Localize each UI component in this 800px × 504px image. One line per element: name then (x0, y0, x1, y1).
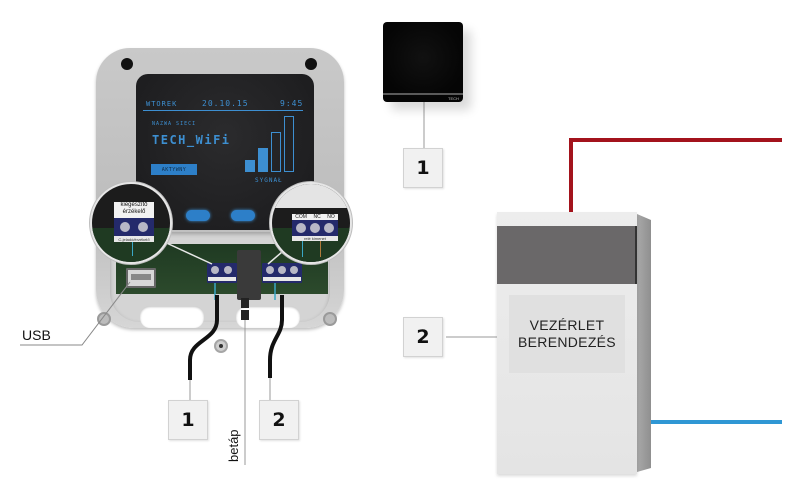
signal-bar-4 (284, 116, 294, 172)
power-gland-1 (241, 298, 249, 308)
terminal-screw (296, 223, 306, 233)
power-label: betáp (226, 429, 241, 462)
relay-cable (268, 295, 284, 378)
terminal-screw (224, 266, 232, 274)
magnified-wire (132, 242, 133, 256)
right-touch-button[interactable] (231, 210, 255, 221)
signal-label: SYGNAŁ (255, 177, 283, 184)
terminal-screw (266, 266, 274, 274)
magnified-bottom-label: C-jeladó/érzékelő (114, 236, 154, 242)
magnified-bottom-label: relé kimenet (292, 236, 338, 241)
terminal-screw (278, 266, 286, 274)
right-mount-screw (323, 312, 337, 326)
power-gland-2 (241, 310, 249, 320)
top-right-screw (305, 58, 317, 70)
power-connector (237, 250, 261, 300)
terminal-screw (138, 222, 148, 232)
signal-bar-2 (258, 148, 268, 172)
status-active-button[interactable]: AKTYWNY (151, 164, 197, 175)
relay-terminal-block (262, 263, 302, 283)
left-mount-screw (97, 312, 111, 326)
relay-label-nc: NC (313, 214, 321, 220)
magnifier-relay-terminal: COM NC NO relé kimenet (270, 182, 352, 264)
device-label-line2: BERENDEZÉS (518, 334, 616, 350)
sensor-terminal-block (207, 263, 237, 283)
magnified-housing (272, 184, 350, 208)
network-name-label: NAZWA SIECI (152, 121, 197, 127)
callout-1-sensor: 1 (403, 148, 443, 188)
terminal-screw (290, 266, 298, 274)
device-label-line1: VEZÉRLET (529, 317, 605, 333)
center-mount-screw (214, 339, 228, 353)
device-display-panel (497, 226, 637, 284)
terminal-label (263, 277, 301, 281)
callout-2-device: 2 (403, 317, 443, 357)
return-pipe (645, 420, 782, 424)
relay-label-no: NO (327, 214, 335, 220)
network-name: TECH_WiFi (152, 133, 231, 147)
supply-pipe-vertical (569, 138, 573, 214)
device-label-area (509, 295, 625, 373)
magnified-sensor-label: kiegészítő érzékelő (114, 202, 154, 218)
magnified-wire (302, 241, 303, 257)
magnified-wire (320, 241, 321, 257)
terminal-label (208, 277, 236, 281)
relay-label-com: COM (295, 214, 307, 220)
top-left-screw (121, 58, 133, 70)
magnified-relay-labels: COM NC NO (292, 214, 338, 220)
signal-bar-1 (245, 160, 255, 172)
signal-bar-3 (271, 132, 281, 172)
screen-time: 9:45 (280, 99, 304, 108)
sensor-logo: TECH (448, 96, 459, 101)
magnified-terminal (114, 218, 154, 236)
terminal-screw (324, 223, 334, 233)
room-sensor (383, 22, 463, 102)
terminal-screw (120, 222, 130, 232)
usb-port[interactable] (126, 268, 156, 288)
usb-lead (20, 281, 131, 346)
callout-2-controller: 2 (259, 400, 299, 440)
terminal-screw (211, 266, 219, 274)
supply-pipe-horizontal (569, 138, 782, 142)
mounting-slot-left (140, 306, 204, 328)
sensor-strip (383, 93, 463, 95)
usb-label: USB (22, 327, 51, 343)
magnified-terminal (292, 220, 338, 236)
terminal-screw (310, 223, 320, 233)
callout-1-controller: 1 (168, 400, 208, 440)
sensor-cable (188, 295, 219, 380)
screen-date: 20.10.15 (202, 99, 249, 108)
device-side (637, 214, 651, 472)
magnifier-sensor-terminal: kiegészítő érzékelő C-jeladó/érzékelő (90, 182, 172, 264)
left-touch-button[interactable] (186, 210, 210, 221)
screen-day: WTOREK (146, 100, 178, 108)
usb-port-inner (131, 274, 151, 280)
screen-divider (143, 110, 303, 111)
